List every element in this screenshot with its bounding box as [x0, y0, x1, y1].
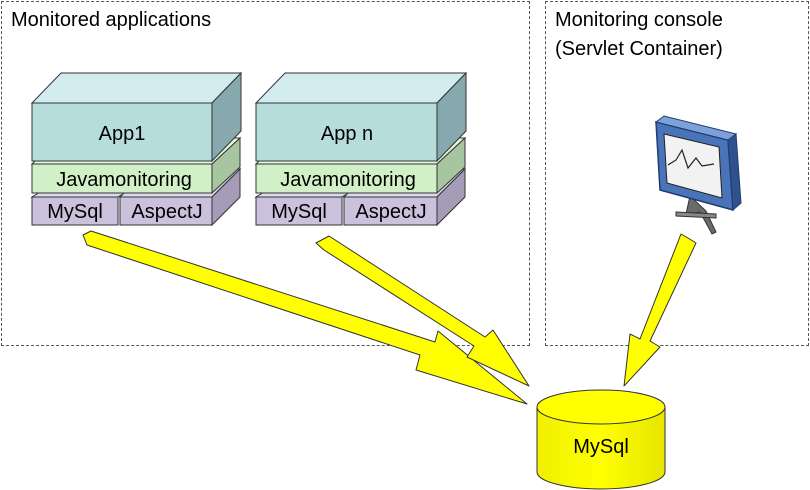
app-top — [254, 72, 468, 104]
app-side — [436, 71, 467, 163]
arrow — [623, 233, 697, 387]
javamon-label: Javamonitoring — [280, 169, 416, 191]
mysql-lib-block — [255, 196, 343, 226]
monitoring-console-region — [545, 1, 809, 346]
app-stack — [254, 71, 468, 227]
aspectj-lib-label: AspectJ — [131, 201, 202, 223]
app-label: App1 — [99, 123, 146, 145]
mysql-database — [536, 389, 666, 490]
lib-side — [211, 167, 241, 227]
mysql-lib-label: MySql — [47, 201, 103, 223]
mysql-lib-block — [31, 196, 119, 226]
aspectj-lib-label: AspectJ — [355, 201, 426, 223]
database-label: MySql — [573, 436, 629, 458]
aspectj-lib-block — [119, 196, 213, 226]
monitoring-console-title: Monitoring console — [555, 9, 723, 31]
javamon-side — [211, 136, 241, 195]
lib-side — [436, 167, 466, 227]
monitored-applications-region — [1, 1, 530, 346]
app-stack — [30, 71, 243, 227]
javamon-block — [255, 163, 438, 194]
app-top — [30, 72, 243, 104]
monitored-applications-title: Monitored applications — [11, 9, 212, 31]
javamon-label: Javamonitoring — [56, 169, 192, 191]
aspectj-lib-block — [343, 196, 438, 226]
app-label: App n — [321, 123, 373, 145]
arrow — [315, 235, 530, 387]
monitor-icon — [654, 115, 742, 235]
app-block — [255, 102, 438, 162]
monitoring-console-subtitle: (Servlet Container) — [555, 38, 723, 60]
javamon-block — [31, 163, 213, 194]
app-side — [211, 71, 242, 163]
mysql-lib-label: MySql — [271, 201, 327, 223]
arrow — [82, 230, 528, 405]
javamon-side — [436, 136, 466, 195]
